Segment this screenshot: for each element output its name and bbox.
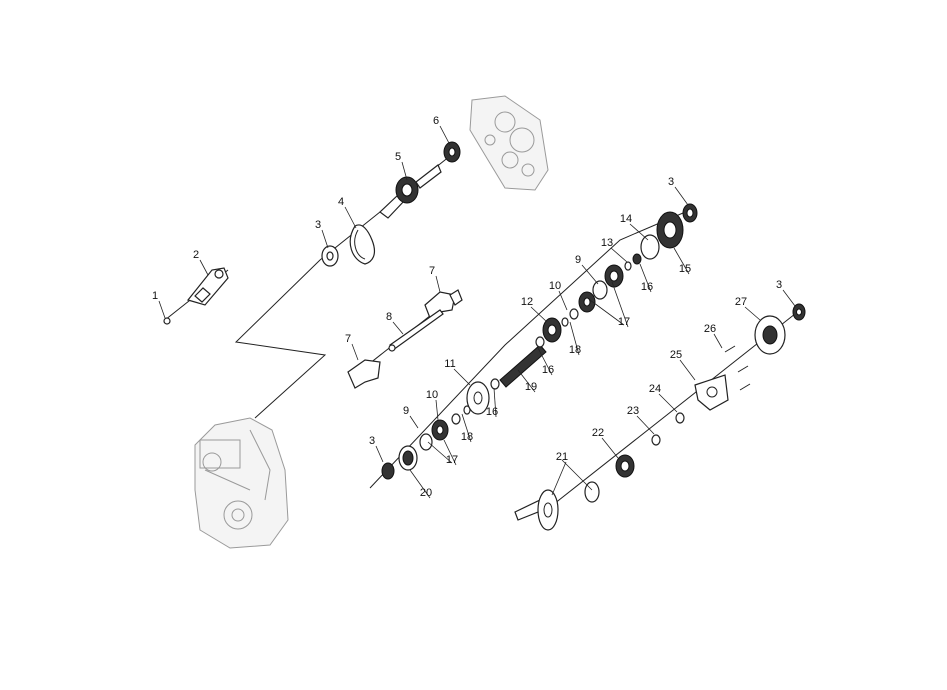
callout-label: 16 xyxy=(486,406,498,418)
callout-label: 10 xyxy=(549,280,561,292)
callout-leader-line xyxy=(674,186,689,206)
input-shaft-assembly xyxy=(321,141,461,267)
callout-label: 16 xyxy=(542,364,554,376)
callout-label: 23 xyxy=(627,405,639,417)
callout-label: 7 xyxy=(429,265,435,277)
callout-leader-line xyxy=(558,290,568,311)
callout-leader-line xyxy=(461,413,472,443)
callout-label: 7 xyxy=(345,333,351,345)
callout-label: 9 xyxy=(403,405,409,417)
callout-leader-line xyxy=(561,459,593,491)
callout-leader-line xyxy=(439,125,451,146)
shift-fork-assembly xyxy=(347,289,463,389)
callout-label: 5 xyxy=(395,151,401,163)
callout-leader-line xyxy=(344,206,357,229)
callout-label: 27 xyxy=(735,296,747,308)
callout-leader-line xyxy=(435,399,439,421)
callout-leader-line xyxy=(601,437,619,459)
callout-leader-line xyxy=(530,306,548,323)
shift-shaft-assembly xyxy=(163,267,229,325)
callout-label: 21 xyxy=(556,451,568,463)
callout-leader-line xyxy=(611,281,629,328)
callout-leader-line xyxy=(569,321,580,356)
callout-leader-line xyxy=(782,289,796,307)
callout-label: 19 xyxy=(525,381,537,393)
callout-leader-line xyxy=(639,263,652,293)
callout-label: 10 xyxy=(426,389,438,401)
callout-label: 6 xyxy=(433,115,439,127)
callout-leader-line xyxy=(392,321,404,335)
lower-transmission-case xyxy=(194,417,289,549)
callout-label: 1 xyxy=(152,290,158,302)
callout-label: 13 xyxy=(601,237,613,249)
callout-leader-line xyxy=(610,247,628,263)
callout-label: 26 xyxy=(704,323,716,335)
callout-labels: 1234567873910111618172019161210189171316… xyxy=(152,115,796,499)
callout-leader-line xyxy=(713,333,723,349)
callout-label: 15 xyxy=(679,263,691,275)
callout-leader-line xyxy=(199,259,209,276)
output-shaft-assembly xyxy=(514,303,806,531)
callout-label: 3 xyxy=(315,219,321,231)
callout-label: 18 xyxy=(461,431,473,443)
callout-leader-line xyxy=(673,247,690,275)
callout-leader-line xyxy=(351,343,359,361)
callout-leader-line xyxy=(453,368,471,386)
callout-leader-line xyxy=(401,161,408,181)
callout-label: 11 xyxy=(444,358,455,370)
callout-leader-line xyxy=(744,306,761,321)
callout-leader-line xyxy=(581,264,599,285)
callout-leader-line xyxy=(158,300,166,319)
callout-leader-line xyxy=(589,299,625,326)
callout-label: 22 xyxy=(592,427,604,439)
callout-leader-line xyxy=(427,441,453,464)
callout-leader-line xyxy=(435,275,441,293)
callout-leader-line xyxy=(409,469,431,499)
callout-leader-line xyxy=(375,445,384,463)
callout-label: 25 xyxy=(670,349,682,361)
callout-leader-line xyxy=(443,439,457,466)
callout-label: 16 xyxy=(641,281,653,293)
callout-label: 18 xyxy=(569,344,581,356)
callout-leader-line xyxy=(679,359,696,381)
callout-label: 3 xyxy=(776,279,782,291)
callout-label: 3 xyxy=(369,435,375,447)
callout-label: 3 xyxy=(668,176,674,188)
callout-label: 17 xyxy=(446,454,458,466)
callout-label: 24 xyxy=(649,383,661,395)
callout-label: 8 xyxy=(386,311,392,323)
callout-leader-line xyxy=(517,369,536,393)
callout-leader-line xyxy=(636,415,655,435)
main-shaft-assembly xyxy=(381,203,698,480)
callout-leader-line xyxy=(321,229,329,249)
callout-leader-line xyxy=(658,393,678,413)
callout-label: 12 xyxy=(521,296,533,308)
callout-leader-line xyxy=(409,415,419,429)
callout-label: 20 xyxy=(420,487,432,499)
upper-case-cover xyxy=(469,95,549,191)
callout-leader-line xyxy=(493,387,497,418)
callout-label: 9 xyxy=(575,254,581,266)
callout-leader-line xyxy=(551,461,567,496)
callout-label: 4 xyxy=(338,196,344,208)
callout-leader-line xyxy=(629,223,649,241)
callout-label: 14 xyxy=(620,213,632,225)
callout-leader-line xyxy=(537,347,553,376)
callout-label: 17 xyxy=(618,316,630,328)
callout-label: 2 xyxy=(193,249,199,261)
